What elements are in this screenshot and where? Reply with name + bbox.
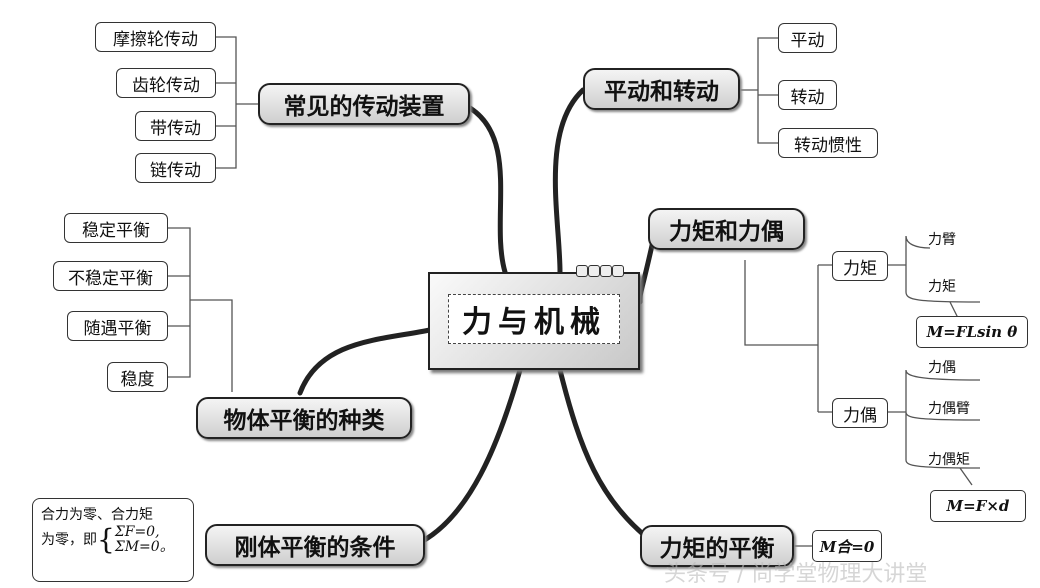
- branch-translation-rotation: 平动和转动: [583, 68, 740, 110]
- decor-knob: [612, 265, 624, 277]
- watermark-text: 头条号 / 尚学堂物理大讲堂: [664, 562, 928, 587]
- decor-knob: [588, 265, 600, 277]
- item-translation: 平动: [778, 23, 837, 53]
- branch-rigid-conditions: 刚体平衡的条件: [205, 524, 425, 566]
- equation-force-sum: ΣF=0,: [114, 524, 160, 540]
- item-rotation: 转动: [778, 80, 837, 110]
- center-topic: 力与机械: [428, 265, 640, 370]
- center-title: 力与机械: [448, 294, 620, 344]
- node-couple: 力偶: [832, 398, 888, 428]
- decor-knob: [576, 265, 588, 277]
- branch-moment-balance: 力矩的平衡: [640, 525, 794, 567]
- condition-line-1: 合力为零、合力矩: [41, 507, 153, 523]
- item-stability: 稳度: [107, 362, 168, 392]
- label-couple: 力偶: [928, 360, 956, 376]
- label-lever-arm: 力臂: [928, 232, 956, 248]
- item-rotational-inertia: 转动惯性: [778, 128, 878, 158]
- item-chain-drive: 链传动: [135, 153, 216, 183]
- equation-moment-sum: ΣM=0。: [114, 539, 174, 555]
- condition-line-2: 为零，即: [41, 532, 97, 548]
- item-neutral-equilibrium: 随遇平衡: [67, 311, 168, 341]
- label-couple-moment: 力偶矩: [928, 452, 970, 468]
- item-unstable-equilibrium: 不稳定平衡: [53, 261, 168, 291]
- item-gear-drive: 齿轮传动: [116, 68, 216, 98]
- node-torque: 力矩: [832, 251, 888, 281]
- branch-equilibrium-types: 物体平衡的种类: [196, 397, 412, 439]
- formula-torque: M=FLsin θ: [916, 316, 1028, 348]
- formula-couple: M=F×d: [930, 490, 1026, 522]
- item-belt-drive: 带传动: [135, 111, 216, 141]
- decor-knob: [600, 265, 612, 277]
- branch-moment-couple: 力矩和力偶: [648, 208, 805, 250]
- label-couple-arm: 力偶臂: [928, 401, 970, 417]
- formula-moment-balance: M合=0: [812, 530, 882, 562]
- item-friction-wheel-drive: 摩擦轮传动: [95, 22, 216, 52]
- label-torque: 力矩: [928, 279, 956, 295]
- rigid-conditions-note: 合力为零、合力矩 为零，即{ΣF=0,ΣM=0。: [32, 498, 194, 582]
- branch-transmission: 常见的传动装置: [258, 83, 470, 125]
- brace-symbol: {: [97, 523, 115, 556]
- item-stable-equilibrium: 稳定平衡: [64, 213, 168, 243]
